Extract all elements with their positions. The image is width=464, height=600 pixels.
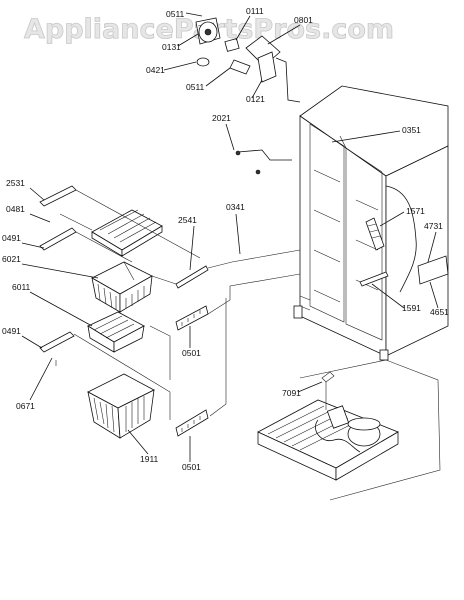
part-label-l0511a: 0511 [166,9,185,19]
evaporator-fan-assembly [195,17,281,83]
part-label-l0491b: 0491 [2,326,21,336]
part-label-l0801: 0801 [294,15,313,25]
part-label-l0501b: 0501 [182,462,201,472]
machine-compartment-7091 [257,371,399,481]
cover-0501-upper [175,305,209,331]
cover-0501-lower [175,409,209,437]
shelf-0481 [91,209,163,257]
part-label-l6021: 6021 [2,254,21,264]
rail-2541 [175,265,209,289]
shelf-rail-2531 [39,185,77,207]
part-label-l1911: 1911 [140,454,159,464]
part-label-l2531: 2531 [6,178,25,188]
part-label-l0351: 0351 [402,125,421,135]
part-label-l1571: 1571 [406,206,425,216]
part-label-l6011: 6011 [12,282,31,292]
part-label-l0421: 0421 [146,65,165,75]
part-label-l4651: 4651 [430,307,449,317]
basket-1911 [87,373,155,439]
part-label-l7091: 7091 [282,388,301,398]
shelf-rail-0491-upper [39,227,77,251]
rail-0491-lower [39,331,75,353]
leader-lines [21,12,439,462]
part-label-l2541: 2541 [178,215,197,225]
basket-6011 [87,311,145,353]
basket-6021 [91,261,153,313]
part-label-l0511b: 0511 [186,82,205,92]
part-label-l2021: 2021 [212,113,231,123]
part-label-l0121: 0121 [246,94,265,104]
cabinet [293,85,449,361]
part-label-l0491a: 0491 [2,233,21,243]
part-label-l4731: 4731 [424,221,443,231]
part-label-l0501a: 0501 [182,348,201,358]
part-labels: 0511 0111 0801 0131 0421 0511 0121 2021 … [2,6,449,472]
part-label-l0341: 0341 [226,202,245,212]
part-label-l0111: 0111 [246,6,264,16]
part-label-l1591: 1591 [402,303,421,313]
part-label-l0481: 0481 [6,204,25,214]
part-label-l0671: 0671 [16,401,35,411]
part-label-l0131: 0131 [162,42,181,52]
